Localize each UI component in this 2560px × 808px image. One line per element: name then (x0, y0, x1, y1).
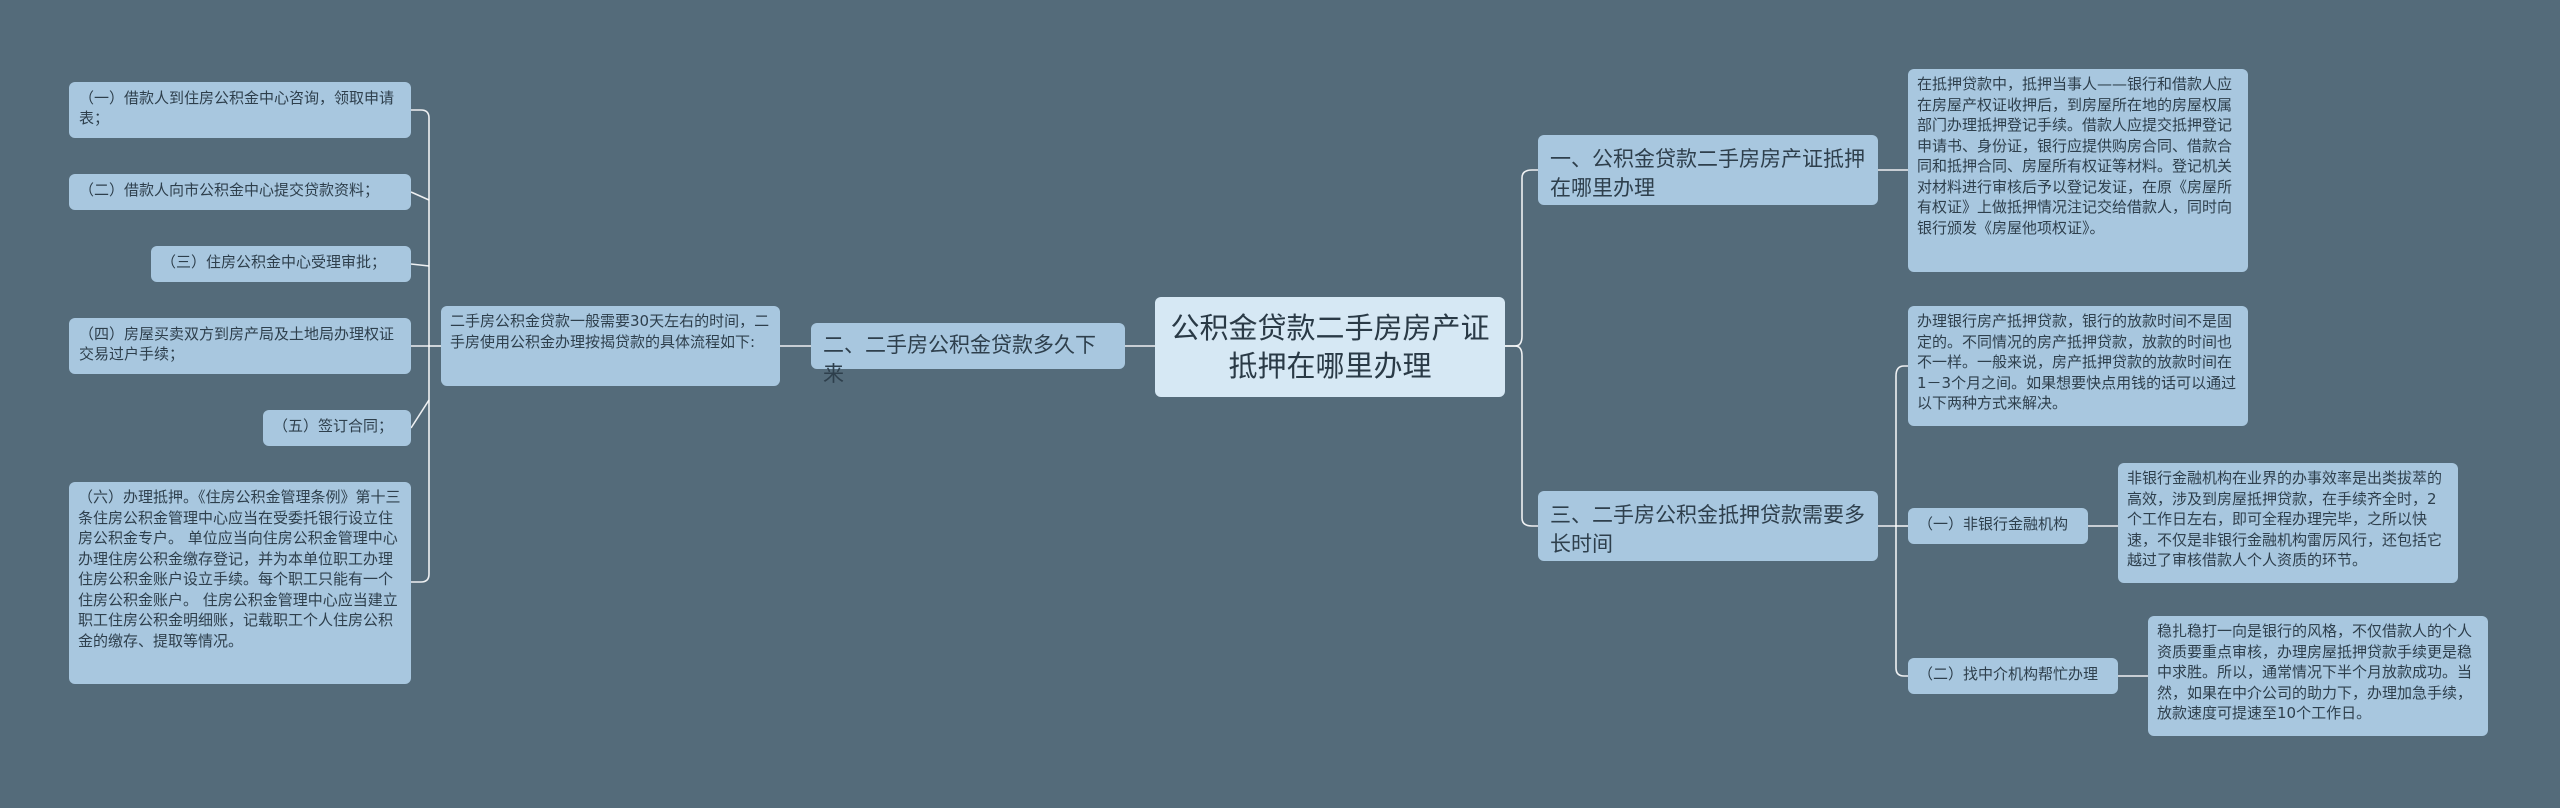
branch-3-detail[interactable]: 办理银行房产抵押贷款，银行的放款时间不是固定的。不同情况的房产抵押贷款，放款的时… (1908, 306, 2248, 426)
branch-2-detail-text: 二手房公积金贷款一般需要30天左右的时间，二手房使用公积金办理按揭贷款的具体流程… (450, 312, 770, 351)
link-step3 (410, 263, 430, 267)
branch-3-label: 三、二手房公积金抵押贷款需要多长时间 (1550, 503, 1865, 556)
step-1[interactable]: （一）借款人到住房公积金中心咨询，领取申请表； (69, 82, 411, 138)
branch-2-label: 二、二手房公积金贷款多久下来 (823, 333, 1096, 386)
branch-1[interactable]: 一、公积金贷款二手房房产证抵押在哪里办理 (1538, 135, 1878, 205)
step-3[interactable]: （三）住房公积金中心受理审批； (151, 246, 411, 282)
link-step1 (411, 109, 430, 346)
root-topic[interactable]: 公积金贷款二手房房产证抵押在哪里办理 (1155, 297, 1505, 397)
branch-3[interactable]: 三、二手房公积金抵押贷款需要多长时间 (1538, 491, 1878, 561)
root-title: 公积金贷款二手房房产证抵押在哪里办理 (1170, 311, 1490, 383)
branch-1-label: 一、公积金贷款二手房房产证抵押在哪里办理 (1550, 147, 1865, 200)
step-2-text: （二）借款人向市公积金中心提交贷款资料； (79, 181, 380, 199)
link-root-b1 (1505, 169, 1538, 347)
link-step6 (411, 346, 430, 583)
branch-2[interactable]: 二、二手房公积金贷款多久下来 (811, 323, 1125, 386)
step-1-text: （一）借款人到住房公积金中心咨询，领取申请表； (79, 89, 395, 127)
branch-1-detail-text: 在抵押贷款中，抵押当事人——银行和借款人应在房屋产权证收押后，到房屋所在地的房屋… (1917, 75, 2233, 237)
step-5-text: （五）签订合同； (273, 417, 394, 435)
option-1-detail-text: 非银行金融机构在业界的办事效率是出类拔萃的高效，涉及到房屋抵押贷款，在手续齐全时… (2127, 469, 2443, 569)
step-6-text: （六）办理抵押。《住房公积金管理条例》第十三条住房公积金管理中心应当在受委托银行… (78, 488, 401, 650)
option-1-detail[interactable]: 非银行金融机构在业界的办事效率是出类拔萃的高效，涉及到房屋抵押贷款，在手续齐全时… (2118, 463, 2458, 583)
option-2[interactable]: （二）找中介机构帮忙办理 (1908, 658, 2118, 694)
option-1[interactable]: （一）非银行金融机构 (1908, 508, 2088, 544)
branch-1-detail[interactable]: 在抵押贷款中，抵押当事人——银行和借款人应在房屋产权证收押后，到房屋所在地的房屋… (1908, 69, 2248, 272)
step-2[interactable]: （二）借款人向市公积金中心提交贷款资料； (69, 174, 411, 210)
option-1-label: （一）非银行金融机构 (1918, 515, 2069, 533)
link-root-b3 (1505, 345, 1538, 527)
step-4[interactable]: （四）房屋买卖双方到房产局及土地局办理权证交易过户手续； (69, 318, 411, 374)
option-2-label: （二）找中介机构帮忙办理 (1918, 665, 2099, 683)
branch-2-detail[interactable]: 二手房公积金贷款一般需要30天左右的时间，二手房使用公积金办理按揭贷款的具体流程… (441, 306, 780, 386)
link-b3-c0 (1895, 365, 1908, 526)
step-5[interactable]: （五）签订合同； (263, 410, 411, 446)
link-b3-c2 (1895, 526, 1908, 677)
option-2-detail[interactable]: 稳扎稳打一向是银行的风格，不仅借款人的个人资质要重点审核，办理房屋抵押贷款手续更… (2148, 616, 2488, 736)
step-4-text: （四）房屋买卖双方到房产局及土地局办理权证交易过户手续； (79, 325, 395, 363)
link-step2 (410, 191, 430, 201)
branch-3-detail-text: 办理银行房产抵押贷款，银行的放款时间不是固定的。不同情况的房产抵押贷款，放款的时… (1917, 312, 2237, 412)
step-3-text: （三）住房公积金中心受理审批； (161, 253, 387, 271)
option-2-detail-text: 稳扎稳打一向是银行的风格，不仅借款人的个人资质要重点审核，办理房屋抵押贷款手续更… (2157, 622, 2473, 722)
link-step5 (410, 399, 430, 429)
step-6[interactable]: （六）办理抵押。《住房公积金管理条例》第十三条住房公积金管理中心应当在受委托银行… (69, 482, 411, 684)
